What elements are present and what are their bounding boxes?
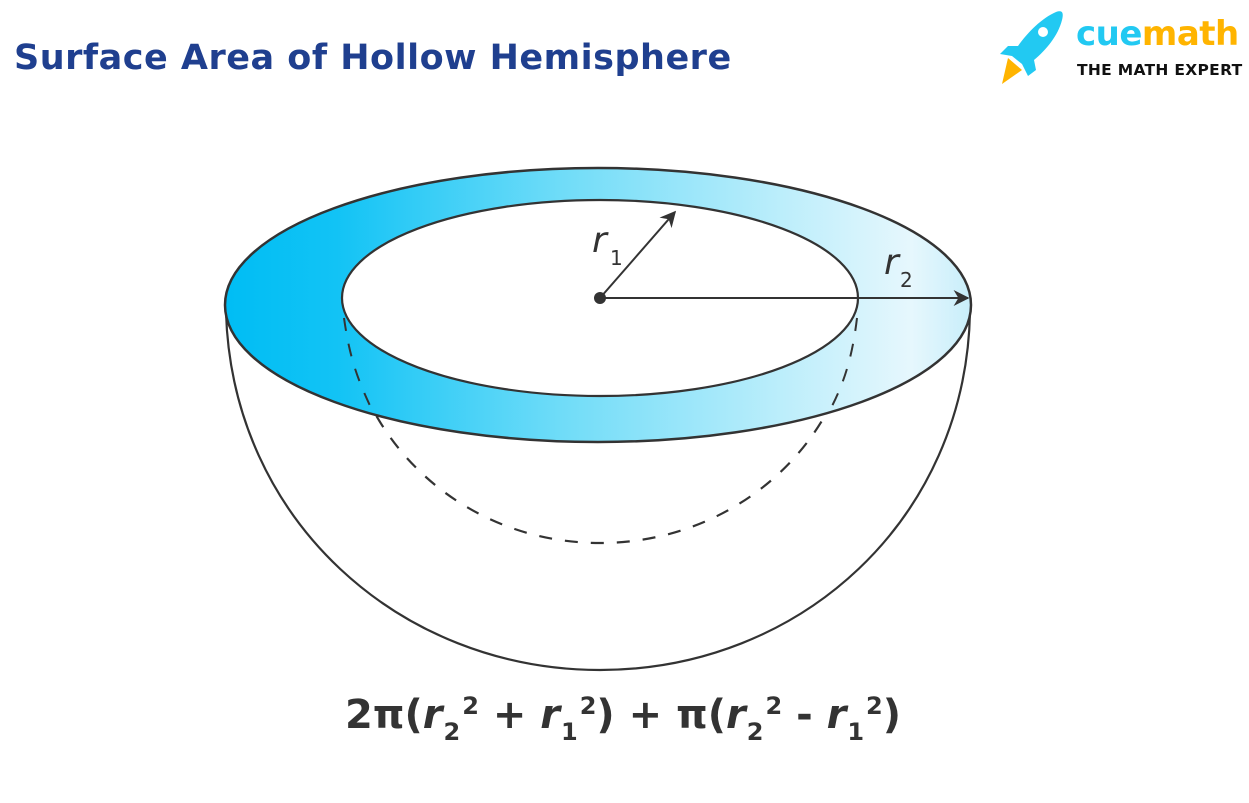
formula-var: r (540, 692, 561, 738)
outer-radius-subscript: 2 (900, 268, 913, 292)
formula-sup: 2 (765, 692, 783, 720)
logo-wordmark: cuemath (1076, 14, 1239, 54)
logo-tagline: THE MATH EXPERT (1077, 61, 1243, 79)
outer-radius-label: r (884, 242, 901, 283)
outer-rim-ellipse (223, 166, 973, 444)
cuemath-logo: cuemath THE MATH EXPERT (986, 6, 1246, 86)
rocket-icon (1000, 11, 1063, 84)
formula-part: - (782, 692, 827, 738)
formula-var: r (726, 692, 746, 738)
formula-sup: 2 (579, 692, 597, 720)
formula-sup: 2 (866, 692, 883, 720)
surface-area-formula: 2π(r22 + r12) + π(r22 - r12) (345, 692, 901, 746)
formula-part: + (478, 692, 541, 738)
inner-radius-arrow (599, 210, 677, 299)
inner-radius-label: r (592, 220, 609, 261)
formula-var: r (826, 692, 847, 738)
formula-part: ) + π( (596, 692, 726, 738)
formula-sub: 2 (443, 718, 461, 746)
inner-radius-subscript: 1 (610, 246, 623, 270)
page-title: Surface Area of Hollow Hemisphere (14, 38, 732, 78)
formula-sub: 1 (561, 718, 578, 746)
formula-sub: 2 (746, 718, 764, 746)
formula-part: ) (882, 692, 902, 738)
inner-hemisphere-dashed-curve (342, 317, 859, 545)
formula-var: r (422, 692, 443, 738)
formula-sup: 2 (462, 692, 479, 720)
formula-sub: 1 (847, 718, 865, 746)
outer-hemisphere-curve (224, 311, 972, 672)
formula-part: 2π( (345, 692, 423, 738)
annular-ring-top-surface (225, 168, 971, 442)
